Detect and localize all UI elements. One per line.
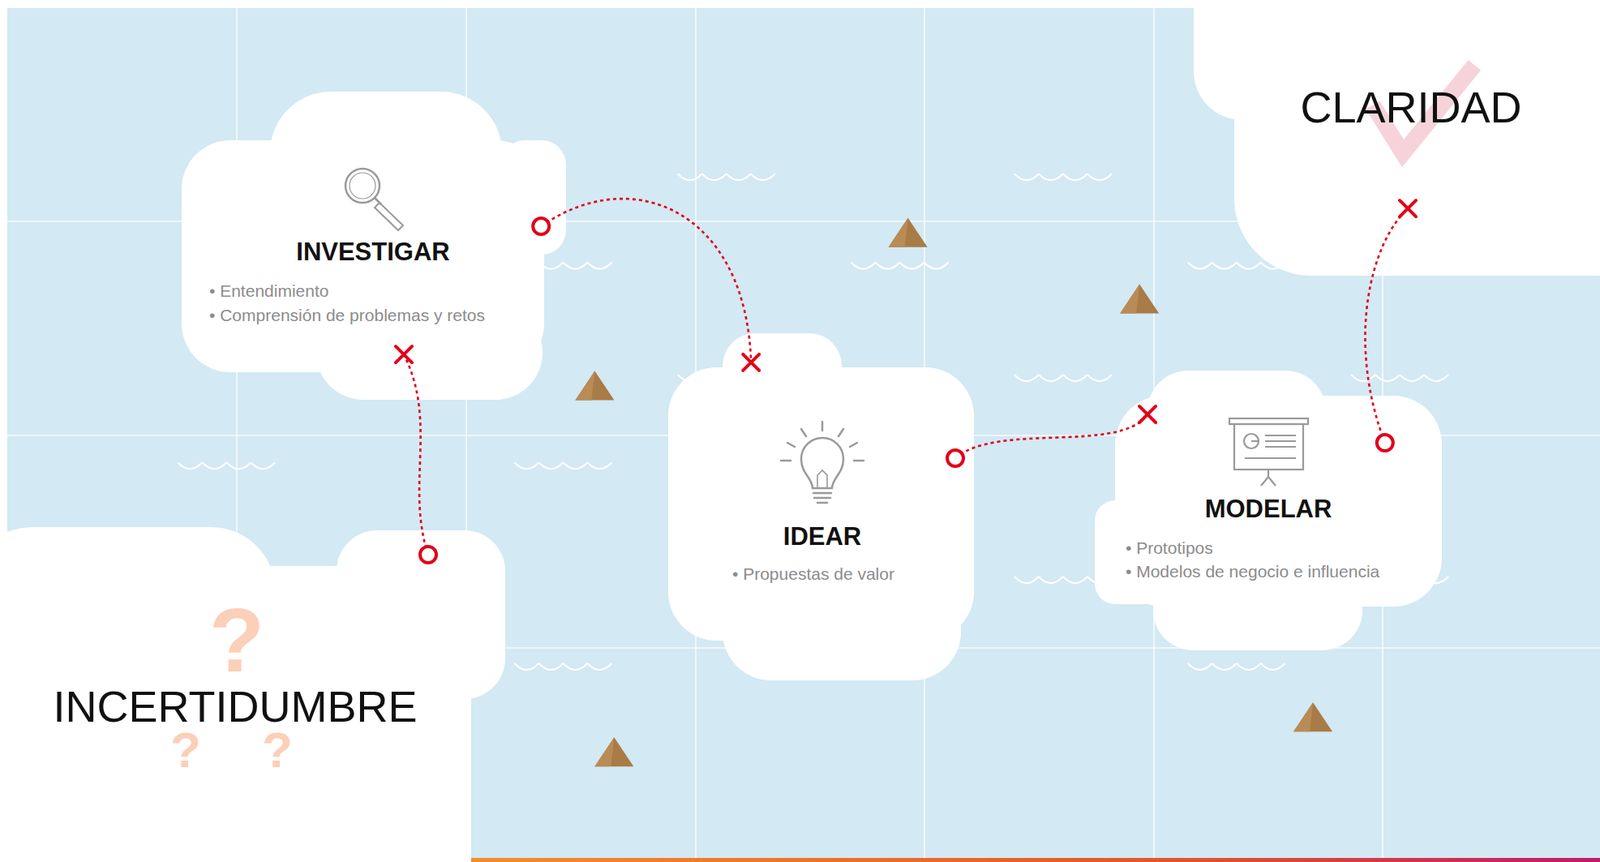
mountains (574, 218, 1333, 767)
region-title: CLARIDAD (1299, 81, 1522, 134)
map-grid (7, 8, 1600, 858)
text-holder: • Comprensión de problemas y retos (209, 304, 485, 326)
cloud-node: INCERTIDUMBRE (0, 527, 506, 862)
dotted-route (532, 198, 760, 371)
bottom-bar (7, 857, 1600, 862)
step-title: MODELAR (1205, 493, 1333, 524)
cloud-node: INVESTIGAR • Entendimiento • Comprensión d… (181, 91, 567, 400)
dotted-route (395, 346, 437, 563)
bullet-item: • Entendimiento (209, 280, 329, 301)
text-holder: MODELAR (1205, 493, 1333, 524)
dotted-route (1364, 200, 1416, 451)
text-holder: • Modelos de negocio e influencia (1125, 561, 1380, 582)
cloud-node: CLARIDAD (1193, 0, 1600, 276)
text-holder: • Propuestas de valor (732, 563, 895, 584)
label-holder: ? (261, 724, 293, 776)
text-holder: INVESTIGAR (295, 236, 450, 267)
sea (7, 8, 1600, 859)
waves (177, 173, 1449, 670)
step-title: IDEAR (783, 521, 862, 552)
step-title: INVESTIGAR (295, 236, 450, 267)
bullet-item: • Prototipos (1125, 537, 1214, 558)
question-mark: ? (170, 724, 202, 776)
label-holder: ? (170, 724, 202, 776)
cloud-shape (668, 333, 974, 681)
text-holder: • Entendimiento (209, 280, 329, 301)
bullet-item: • Comprensión de problemas y retos (209, 304, 485, 326)
bullet-item: • Modelos de negocio e influencia (1125, 561, 1380, 582)
cloud-node: MODELAR • Prototipos • Modelos de negocio … (1094, 370, 1442, 650)
dotted-route (947, 406, 1156, 467)
question-mark: ? (209, 595, 265, 687)
label-holder: ? (209, 595, 265, 687)
cloud-shape (1193, 0, 1600, 276)
presentation-icon (1229, 418, 1309, 486)
text-holder: CLARIDAD (1299, 81, 1522, 134)
cloud-node: IDEAR • Propuestas de valor (668, 333, 974, 681)
question-mark: ? (261, 724, 293, 776)
text-holder: • Prototipos (1125, 537, 1214, 558)
bulb-icon (780, 421, 864, 503)
region-title: INCERTIDUMBRE (52, 680, 417, 734)
text-holder: INCERTIDUMBRE (52, 680, 417, 734)
text-holder: IDEAR (783, 521, 862, 552)
bullet-item: • Propuestas de valor (732, 563, 895, 584)
magnifier-icon (345, 168, 404, 231)
